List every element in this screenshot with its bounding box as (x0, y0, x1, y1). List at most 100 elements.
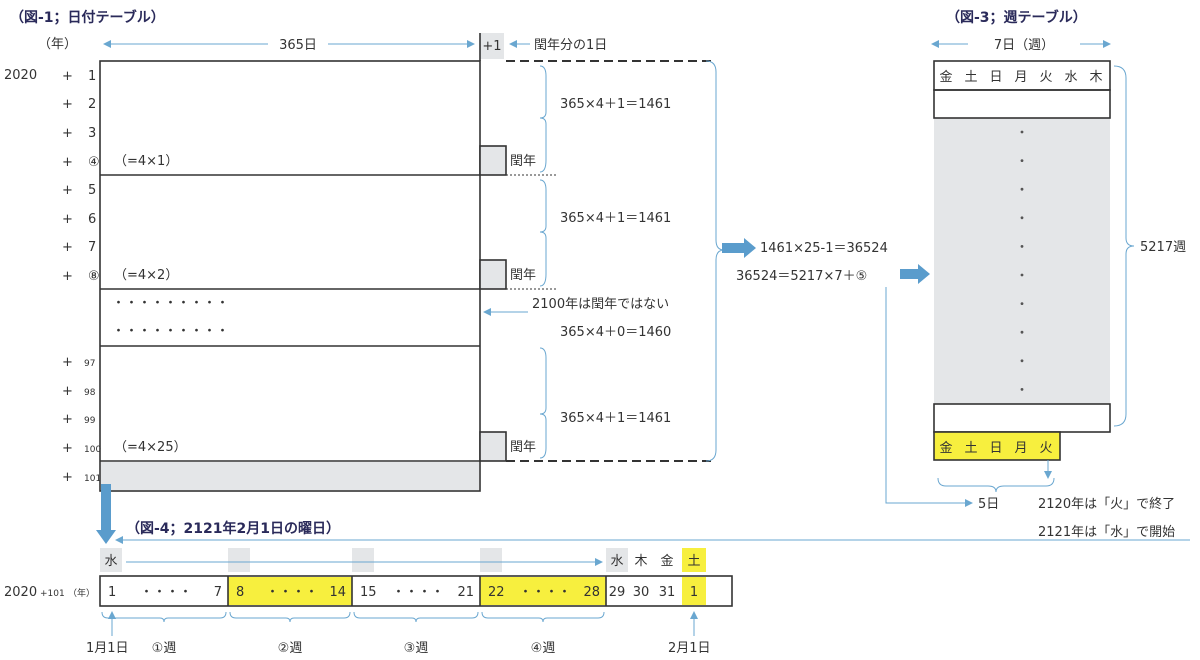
weekday-label: 火 (1039, 70, 1052, 85)
tail-day: 木 (634, 554, 647, 569)
leap-year-label-2: 閏年 (510, 268, 536, 283)
year-offset: 97 (84, 359, 95, 369)
week-dot (1020, 130, 1024, 134)
week-label: ①週 (152, 641, 177, 656)
remainder-labels: 金土日月火 (939, 440, 1052, 456)
plus-sign: + (62, 441, 73, 456)
remainder-row (933, 431, 1061, 461)
week-brace (101, 611, 227, 623)
fig3-title: （図-3；週テーブル） (946, 9, 1087, 26)
tail-day: 金 (660, 553, 673, 569)
week-row-2 (933, 89, 1111, 119)
week-dot (1020, 216, 1024, 220)
mark-w4 (480, 548, 502, 572)
weekday-label: 金 (939, 69, 952, 85)
wed-label: 水 (104, 554, 117, 569)
plus-sign: + (62, 269, 73, 284)
year-offset: 3 (88, 126, 96, 141)
seg-dots: ・・・・ (519, 585, 571, 600)
mark-w3 (352, 548, 374, 572)
tail-days: 水木金土 (610, 553, 700, 569)
week-row-last (933, 403, 1111, 433)
eq-4x25: （=4×25） (114, 440, 187, 455)
tail-num: 29 (609, 585, 626, 600)
seg-4-fill (480, 577, 606, 605)
plus-sign: + (62, 69, 73, 84)
year-offset: 2 (88, 97, 96, 112)
leap-box-1 (479, 145, 507, 176)
down-arrow-head (96, 530, 116, 544)
seg-dots: ・・・・ (266, 585, 318, 600)
fig4-year-offset: +101 (40, 589, 65, 599)
year-offset: 98 (84, 388, 96, 398)
mark-w2 (228, 548, 250, 572)
seg-end: 14 (329, 585, 346, 600)
seg-end: 21 (457, 585, 474, 600)
week-table-shade (934, 118, 1110, 404)
seg-end: 28 (583, 585, 600, 600)
leap-year-label-3: 閏年 (510, 440, 536, 455)
week-dot (1020, 187, 1024, 191)
weekday-label: 水 (1064, 70, 1077, 85)
plus-sign: + (62, 470, 73, 485)
plus-sign: + (62, 183, 73, 198)
base-year: 2020 (4, 68, 37, 83)
plus-one-cell (480, 33, 504, 59)
plus-sign: + (62, 355, 73, 370)
wed-mark (100, 548, 122, 572)
eq-4x2: （=4×2） (114, 268, 178, 283)
week-brace (353, 611, 479, 623)
week-dot (1020, 273, 1024, 277)
leap-box-3 (479, 431, 507, 462)
seg-end: 7 (214, 585, 222, 600)
seg-dots: ・・・・ (140, 585, 192, 600)
weekday-label: 木 (1089, 70, 1102, 85)
tail-day: 土 (687, 554, 700, 569)
plus-sign: + (62, 240, 73, 255)
weekday-labels: 金土日月火水木 (939, 69, 1102, 85)
weekday-label: 月 (1014, 70, 1027, 85)
fig4-title: （図-4；2121年2月1日の曜日） (126, 520, 340, 537)
year-offset: ④ (88, 155, 100, 170)
year-rows: +1+2+3+④+5+6+7+⑧+97+98+99+100+101 (62, 69, 101, 485)
seg-start: 22 (488, 585, 505, 600)
remainder-day: 月 (1014, 441, 1027, 456)
fig4-year: 2020 (4, 585, 37, 600)
year-unit-label: （年） (38, 37, 77, 52)
remainder-day: 火 (1039, 441, 1052, 456)
tail-num: 30 (633, 585, 650, 600)
days-365-label: 365日 (279, 38, 317, 53)
calc-1461-a: 365×4＋1＝1461 (560, 97, 671, 112)
week-dot (1020, 302, 1024, 305)
fig4-year-unit: （年） (68, 587, 95, 599)
plus-sign: + (62, 384, 73, 399)
calc-1461-c: 365×4＋1＝1461 (560, 411, 671, 426)
plus-sign: + (62, 97, 73, 112)
week-label: ④週 (531, 641, 556, 656)
week-dot (1020, 359, 1024, 363)
leap-box-2 (479, 259, 507, 290)
brace-2 (539, 179, 547, 287)
week-label: ②週 (278, 641, 303, 656)
calc-1461-b: 365×4＋1＝1461 (560, 211, 671, 226)
remainder-day: 土 (964, 441, 977, 456)
plus-sign: + (62, 155, 73, 170)
seg-start: 15 (360, 585, 377, 600)
week-brace (229, 611, 351, 623)
plus-sign: + (62, 212, 73, 227)
weeks-brace (1113, 65, 1135, 427)
not-leap-2100: 2100年は閏年ではない (532, 297, 669, 312)
remainder-day: 日 (989, 441, 1002, 456)
week-dot (1020, 245, 1024, 248)
brace-1 (539, 65, 547, 173)
big-brace (705, 60, 725, 462)
row-101-shade (101, 462, 479, 490)
weekday-label: 日 (989, 70, 1002, 85)
seg-start: 8 (236, 585, 244, 600)
weeks-count: 5217週 (1140, 240, 1186, 255)
total-calc: 1461×25-1＝36524 (760, 241, 888, 256)
day-strip (99, 575, 733, 607)
dots-row-2: ・・・・・・・・・ (112, 324, 229, 339)
tail-num: 31 (659, 585, 676, 600)
